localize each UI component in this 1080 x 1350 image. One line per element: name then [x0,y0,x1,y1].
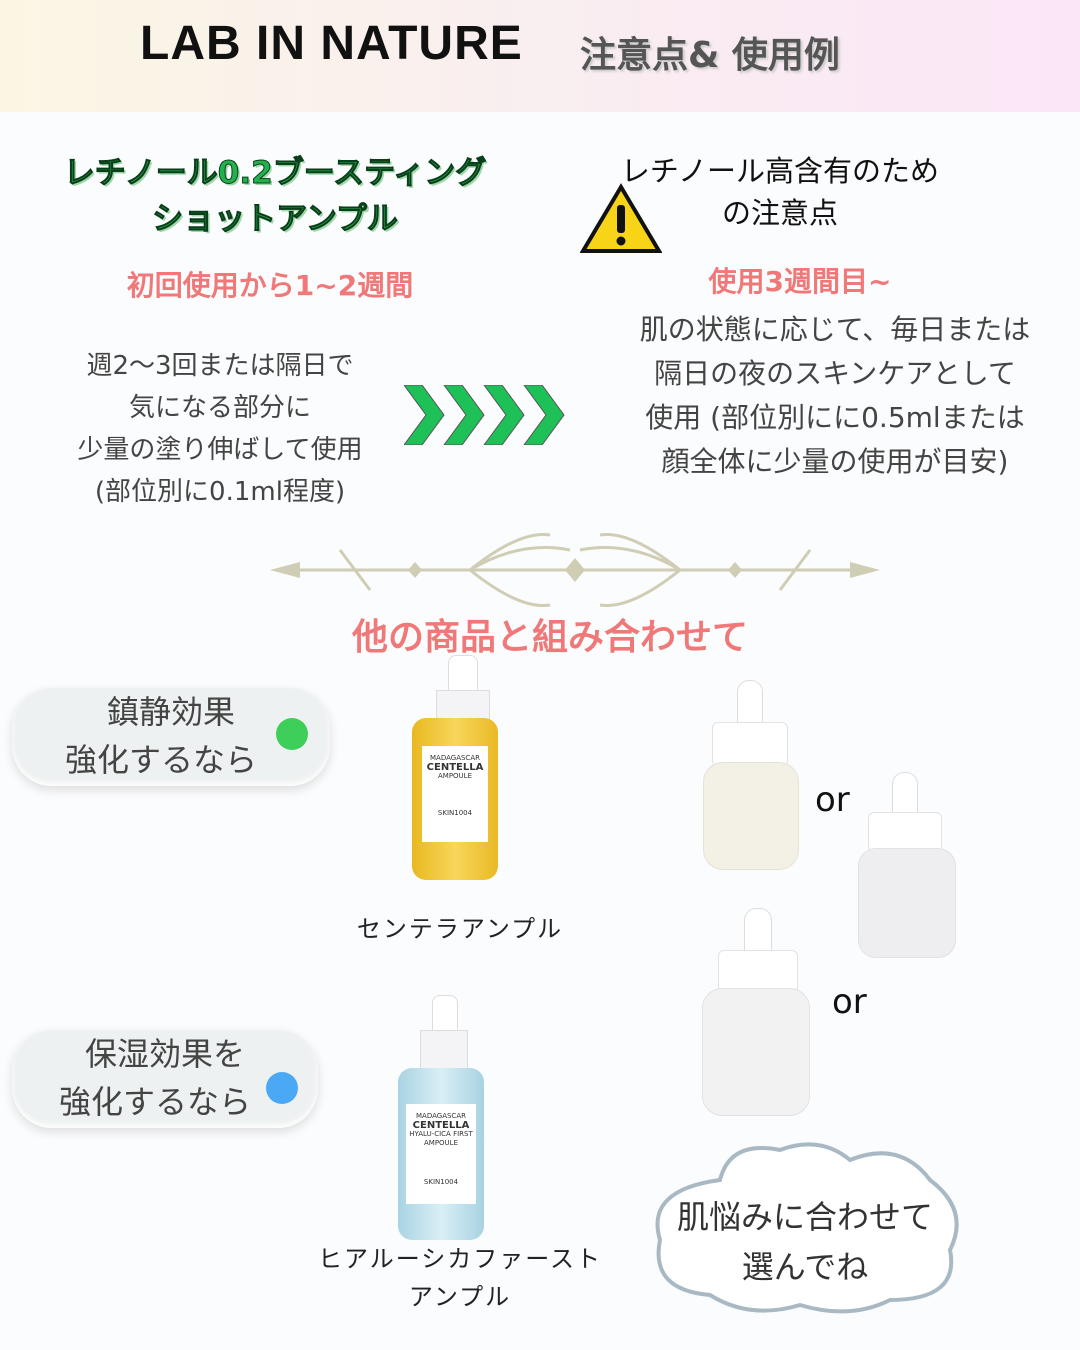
label-text: SKIN1004 [423,1178,459,1186]
dropper-tip [737,680,763,730]
usage-line: 週2～3回または隔日で [86,351,354,381]
usage-line: (部位別に0.1ml程度) [94,477,346,507]
initial-usage: 週2～3回または隔日で 気になる部分に 少量の塗り伸ばして使用 (部位別に0.1… [40,345,400,513]
later-usage: 肌の状態に応じて、毎日または 隔日の夜のスキンケアとして 使用 (部位別にに0.… [605,308,1065,484]
product1-name: センテラアンプル [356,915,564,943]
product-name: レチノール0.2ブースティング ショットアンプル [40,150,510,242]
label-text: CENTELLA [426,762,484,773]
pill-line: 強化するなら [64,741,257,779]
usage-line: 肌の状態に応じて、毎日または [639,313,1031,346]
label-text: HYALU-CICA FIRST AMPOULE [409,1130,473,1147]
pill-line: 保湿効果を [84,1035,245,1073]
product-name-line2: ショットアンプル [152,201,399,238]
centella-ampoule-bottle: MADAGASCAR CENTELLA AMPOULE SKIN1004 [412,718,498,880]
label-text: SKIN1004 [437,809,473,817]
caution-line1: レチノール高含有のため [620,154,940,188]
pill-line: 強化するなら [58,1083,251,1121]
label-text: MADAGASCAR [430,754,480,762]
product2-name: ヒアルーシカファースト アンプル [300,1240,620,1316]
bubble-text: 肌悩みに合わせて 選んでね [650,1192,960,1292]
header-banner [0,0,1080,112]
usage-line: 少量の塗り伸ばして使用 [77,435,363,465]
brand-title: LAB IN NATURE [140,17,523,70]
usage-line: 隔日の夜のスキンケアとして [654,357,1016,390]
or-text: or [815,780,850,820]
product-name-line1: レチノール0.2ブースティング [63,155,487,192]
dropper-cap [436,690,490,720]
blue-dot-icon [266,1072,298,1104]
label-text: MADAGASCAR [416,1112,466,1120]
pill-line: 鎮静効果 [106,693,235,731]
moisture-pill: 保湿効果を 強化するなら [12,1030,318,1128]
bubble-line: 肌悩みに合わせて [676,1198,933,1236]
warning-icon [580,183,662,253]
dropper-cap [868,812,942,852]
dropper-tip [432,995,458,1035]
label-text: AMPOULE [437,772,472,780]
serum-bottle-option [703,762,799,870]
page-subtitle: 注意点& 使用例 [580,35,840,76]
combo-heading: 他の商品と組み合わせて [351,617,748,658]
serum-bottle-option [702,988,810,1116]
product2-line: アンプル [408,1283,512,1311]
chevron-arrows-icon [404,385,565,445]
label-text: CENTELLA [412,1120,470,1131]
serum-bottle-option [858,848,956,958]
bottle-label: MADAGASCAR CENTELLA HYALU-CICA FIRST AMP… [406,1104,476,1204]
usage-line: 使用 (部位別にに0.5mlまたは [645,401,1025,434]
product2-line: ヒアルーシカファースト [317,1245,603,1273]
dropper-cap [420,1030,468,1070]
later-period: 使用3週間目~ [708,265,892,298]
cloud-speech-bubble [655,1142,959,1314]
bottle-label: MADAGASCAR CENTELLA AMPOULE SKIN1004 [422,746,488,842]
initial-period: 初回使用から1~2週間 [126,269,414,302]
usage-line: 気になる部分に [128,393,311,423]
green-dot-icon [276,718,308,750]
dropper-tip [448,655,478,695]
or-text: or [832,982,867,1022]
ornamental-divider [270,532,880,608]
bubble-line: 選んでね [741,1248,869,1286]
caution-line2: の注意点 [721,196,838,230]
usage-line: 顔全体に少量の使用が目安) [661,445,1009,478]
dropper-cap [712,722,788,767]
hyalu-cica-bottle: MADAGASCAR CENTELLA HYALU-CICA FIRST AMP… [398,1068,484,1240]
caution-heading: レチノール高含有のため の注意点 [610,150,950,234]
dropper-tip [744,908,772,958]
